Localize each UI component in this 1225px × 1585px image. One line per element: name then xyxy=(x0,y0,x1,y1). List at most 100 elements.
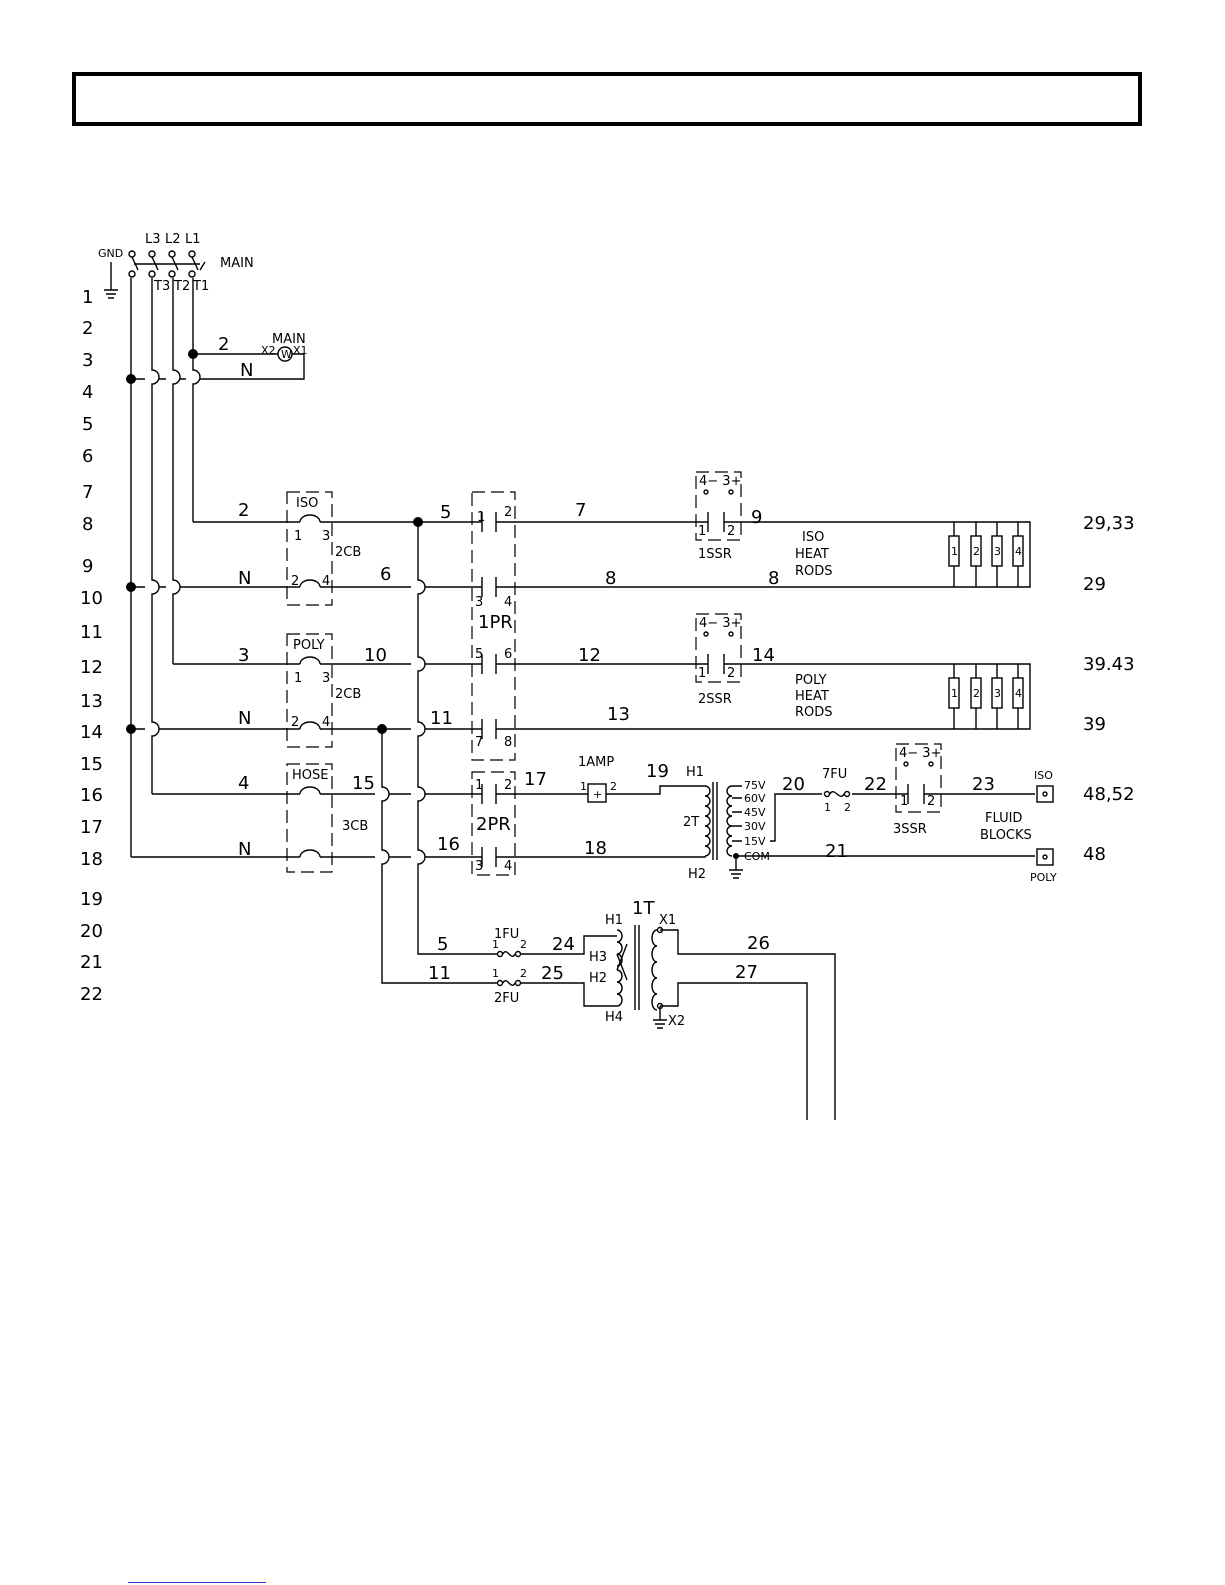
main-light-wiring xyxy=(131,353,305,380)
pin-label: 2 xyxy=(610,780,617,793)
heater-num: 4 xyxy=(1015,687,1022,700)
breaker-2cb-iso: ISO 1 3 2 4 2CB xyxy=(286,491,361,606)
pin-label: 2 xyxy=(291,574,299,589)
ssr-label: 3SSR xyxy=(893,822,927,837)
wire-label: 13 xyxy=(607,704,630,725)
wire-label: 9 xyxy=(751,507,762,528)
pin-label: 4 xyxy=(322,574,330,589)
pin-label: 3 xyxy=(475,595,483,610)
main-label: MAIN xyxy=(220,256,254,271)
cross-ref: 39 xyxy=(1083,714,1106,735)
rung-number: 4 xyxy=(82,382,93,403)
terminal xyxy=(703,631,709,637)
breaker-id: 3CB xyxy=(342,819,368,834)
rung-number: 1 xyxy=(82,287,93,308)
bus-t3 xyxy=(151,278,160,794)
pin-label: 2 xyxy=(727,524,735,539)
rung-number: 21 xyxy=(80,952,103,973)
ground-icon xyxy=(653,1006,667,1029)
x2-label: X2 xyxy=(668,1014,685,1029)
heater-num: 3 xyxy=(994,545,1001,558)
cross-ref: 29 xyxy=(1083,574,1106,595)
h4-label: H4 xyxy=(605,1010,623,1025)
wire-label: 23 xyxy=(972,774,995,795)
wire-label: 11 xyxy=(428,963,451,984)
cross-ref: 48,52 xyxy=(1083,784,1135,805)
terminal xyxy=(168,250,176,258)
pin-label: 5 xyxy=(475,647,483,662)
breaker-3cb-hose: HOSE 3CB xyxy=(286,763,368,873)
pin-label: 2 xyxy=(291,715,299,730)
terminal xyxy=(1042,791,1048,797)
wire-label: 5 xyxy=(437,934,448,955)
wire-label: 11 xyxy=(430,708,453,729)
amp-icon xyxy=(587,783,607,803)
breaker-label: HOSE xyxy=(292,768,328,783)
pin-label: 7 xyxy=(475,735,483,750)
tap-label: 45V xyxy=(744,806,766,819)
secondary-coil xyxy=(726,785,733,857)
relay-label: 2PR xyxy=(476,814,511,835)
transformer-2t: H1 2T H2 75V 60V 45V 30V 15V COM 20 22 2… xyxy=(683,765,1035,882)
heater-element xyxy=(970,677,982,709)
relay-contacts xyxy=(481,512,497,739)
rung-number: 18 xyxy=(80,849,103,870)
pin-label: 2 xyxy=(504,505,512,520)
transformer-label: 2T xyxy=(683,815,699,830)
heater-label: POLY xyxy=(795,673,827,688)
heater-element xyxy=(1012,677,1024,709)
wire-label: 7 xyxy=(575,500,586,521)
rung-numbers: 1 2 3 4 5 6 7 8 9 10 11 12 13 14 15 16 1… xyxy=(80,287,103,1005)
heater-num: 2 xyxy=(973,687,980,700)
wire-label: 14 xyxy=(752,645,775,666)
pin-label: 1 xyxy=(475,778,483,793)
terminal xyxy=(188,250,196,258)
heater-element xyxy=(991,677,1003,709)
terminal xyxy=(703,489,709,495)
bus-5 xyxy=(417,522,497,955)
rung-number: 13 xyxy=(80,691,103,712)
wire-label: 8 xyxy=(768,568,779,589)
secondary-wiring xyxy=(660,929,836,1120)
tap-label: 75V xyxy=(744,779,766,792)
ssr-label: 1SSR xyxy=(698,547,732,562)
wire-label: 20 xyxy=(782,774,805,795)
x1-label: X1 xyxy=(293,344,308,357)
ssr-outline xyxy=(695,471,742,541)
rung-number: 8 xyxy=(82,514,93,535)
pin-label: 1 xyxy=(294,671,302,686)
tap-label: 15V xyxy=(744,835,766,848)
primary-wiring xyxy=(521,935,617,1007)
wire-label: 25 xyxy=(541,963,564,984)
relay-1pr: 1 2 3 4 1PR 5 6 7 8 xyxy=(471,491,516,761)
terminal xyxy=(928,761,934,767)
fuse-7fu: 7FU 1 2 xyxy=(822,767,851,814)
rung-number: 5 xyxy=(82,414,93,435)
wire-label: 19 xyxy=(646,761,669,782)
relay-2pr: 1 2 2PR 3 4 xyxy=(471,771,516,876)
primary-coil xyxy=(616,969,623,1007)
fuse-icon xyxy=(829,791,845,797)
secondary-coil xyxy=(651,929,658,1011)
terminal xyxy=(1042,854,1048,860)
heater-element xyxy=(948,535,960,567)
cross-references: 29,33 29 39.43 39 48,52 48 xyxy=(1083,513,1135,865)
h3-label: H3 xyxy=(589,950,607,965)
junction-dot xyxy=(733,853,739,859)
wire-label: N xyxy=(238,568,251,589)
wire-label: 18 xyxy=(584,838,607,859)
ssr-pins: 4− 3+ xyxy=(699,474,741,489)
pin-label: 2 xyxy=(844,801,851,814)
rung-number: 12 xyxy=(80,657,103,678)
control-transformer-circuit: 5 11 1FU 2FU 1 2 1 2 24 25 H1 H3 H2 H4 1… xyxy=(428,898,836,1120)
fuse-icon xyxy=(502,951,516,957)
primary-link xyxy=(616,943,628,981)
wire-label: 4 xyxy=(238,773,249,794)
footer-link[interactable] xyxy=(128,1582,266,1583)
terminal xyxy=(148,250,156,258)
wire-label: N xyxy=(240,360,253,381)
terminal xyxy=(728,631,734,637)
fuse-label: 2FU xyxy=(494,991,519,1006)
relay-label: 1PR xyxy=(478,612,513,633)
breaker-outline xyxy=(286,763,333,873)
